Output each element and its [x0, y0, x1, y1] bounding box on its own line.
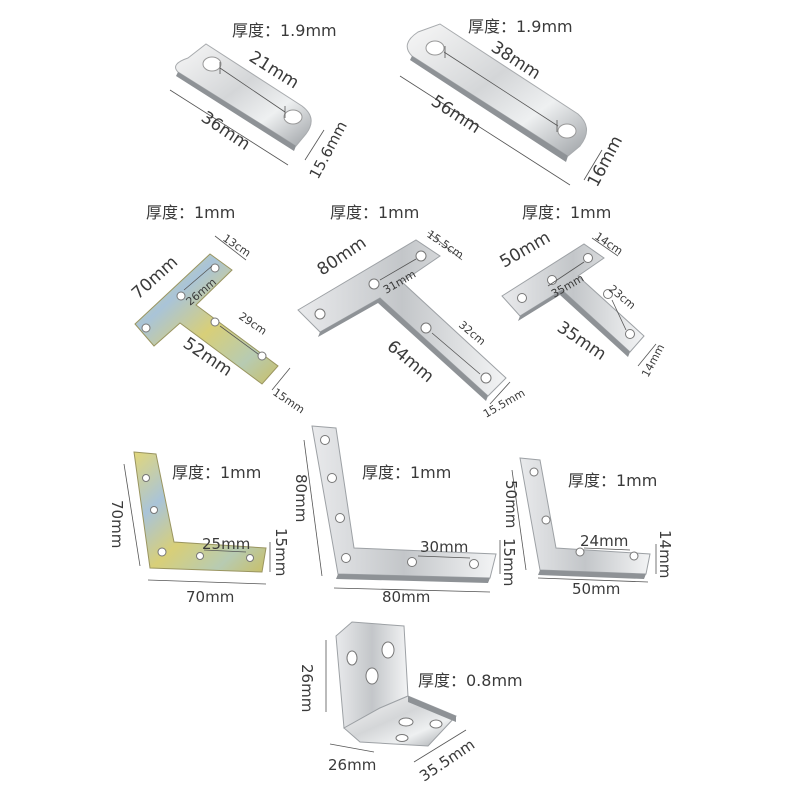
- l-galvanized-hole-spacing: 25mm: [202, 535, 250, 553]
- l-large-height: 80mm: [292, 474, 310, 522]
- t-small-top-length: 50mm: [497, 228, 554, 273]
- l-small-length: 50mm: [572, 580, 620, 598]
- t-small-thickness: 厚度：1mm: [522, 203, 611, 222]
- t-galvanized-top-width: 13cm: [220, 232, 253, 260]
- straight-short-thickness: 厚度：1.9mm: [232, 21, 337, 40]
- l-large-hole-spacing: 30mm: [420, 538, 468, 556]
- angle-bracket: [325, 621, 467, 763]
- t-small-bracket: [501, 237, 657, 367]
- l-galvanized-bracket: [123, 451, 271, 585]
- l-galvanized-height: 70mm: [108, 500, 126, 548]
- l-galvanized-width: 15mm: [272, 528, 290, 576]
- l-galvanized-length: 70mm: [186, 588, 234, 606]
- l-small-bracket: [511, 457, 657, 583]
- t-small-stem-width: 14mm: [639, 342, 667, 379]
- t-galvanized-stem-hole-spacing: 29cm: [236, 310, 269, 338]
- angle-bracket-depth: 26mm: [328, 756, 376, 774]
- t-galvanized-thickness: 厚度：1mm: [146, 203, 235, 222]
- l-large-bracket: [303, 425, 501, 593]
- angle-bracket-thickness: 厚度：0.8mm: [418, 671, 523, 690]
- l-small-hole-spacing: 24mm: [580, 532, 628, 550]
- t-large-bracket: [297, 231, 511, 405]
- l-large-length: 80mm: [382, 588, 430, 606]
- l-galvanized-thickness: 厚度：1mm: [172, 463, 261, 482]
- straight-short-bracket: [169, 43, 325, 166]
- straight-long-width: 16mm: [584, 133, 627, 191]
- straight-long-thickness: 厚度：1.9mm: [468, 17, 573, 36]
- l-small-height: 50mm: [502, 480, 520, 528]
- angle-bracket-height: 26mm: [298, 664, 316, 712]
- t-galvanized-bracket: [134, 235, 291, 391]
- t-galvanized-stem-width: 15mm: [270, 386, 307, 417]
- l-small-width: 14mm: [656, 530, 674, 578]
- l-large-thickness: 厚度：1mm: [362, 463, 451, 482]
- straight-short-width: 15.6mm: [306, 118, 351, 182]
- l-small-thickness: 厚度：1mm: [568, 471, 657, 490]
- t-large-thickness: 厚度：1mm: [330, 203, 419, 222]
- straight-long-bracket: [399, 23, 603, 186]
- l-large-width: 15mm: [500, 538, 518, 586]
